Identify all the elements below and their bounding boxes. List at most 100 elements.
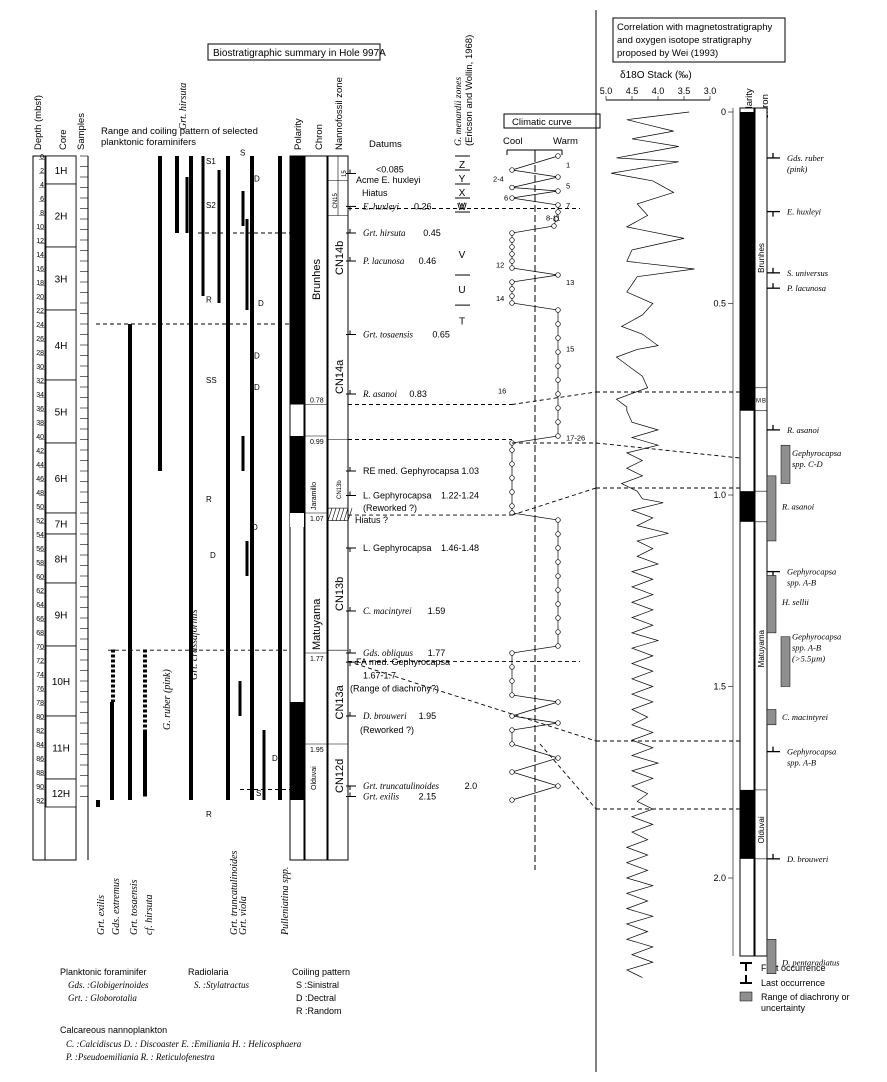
depth-label: 0: [40, 154, 44, 161]
core-label: 9H: [55, 611, 68, 622]
d18o-tick-label: 3.0: [704, 86, 717, 96]
depth-label: 2: [40, 168, 44, 175]
legend-random: R :Random: [296, 1006, 342, 1016]
datum-text: Hiatus: [362, 188, 388, 198]
depth-label: 52: [36, 518, 44, 525]
depth-label: 30: [36, 364, 44, 371]
right-chron-olduvai: Olduvai: [757, 816, 766, 843]
depth-label: 90: [36, 784, 44, 791]
right-event-label: P. lacunosa: [786, 283, 826, 293]
climatic-label: 6: [504, 193, 508, 202]
climatic-point: [509, 447, 515, 453]
d18o-curve: [611, 111, 695, 978]
right-event-label: E. huxleyi: [786, 207, 822, 217]
chron-olduvai: Olduvai: [311, 766, 318, 790]
climatic-point: [555, 307, 561, 313]
right-legend-last: Last occurrence: [761, 978, 825, 988]
core-box: [45, 442, 77, 514]
legend-calcareous: Calcareous nannoplankton: [60, 1025, 167, 1035]
legend-radiolaria: Radiolaria: [188, 967, 229, 977]
right-chron-matuyama: Matuyama: [757, 629, 766, 667]
climatic-point: [509, 461, 515, 467]
coiling-mark: S2: [206, 201, 216, 210]
last-occurrence-symbol: [740, 975, 752, 984]
chron-brunhes: Brunhes: [311, 259, 323, 300]
depth-label: 12: [36, 238, 44, 245]
climatic-label: 12: [496, 261, 504, 270]
coiling-mark: D: [210, 551, 216, 560]
species-label: G. ruber (pink): [162, 669, 173, 730]
right-event-label: S. universus: [787, 268, 829, 278]
core-box: [45, 582, 77, 647]
climatic-point: [555, 559, 561, 565]
species-label: Grt. exilis: [96, 895, 107, 935]
species-label: cf. hirsuta: [144, 894, 155, 935]
diachrony-bar: [766, 575, 777, 634]
climatic-point: [509, 713, 515, 719]
core-label: 5H: [55, 408, 68, 419]
chron-matuyama: Matuyama: [311, 598, 323, 650]
depth-label: 68: [36, 630, 44, 637]
depth-label: 18: [36, 280, 44, 287]
climatic-point: [509, 237, 515, 243]
climatic-point: [509, 230, 515, 236]
summary-title-box: [207, 43, 381, 61]
correlation-title-line-3: proposed by Wei (1993): [617, 48, 718, 59]
menardii-zone-u: U: [458, 285, 465, 296]
climatic-point: [555, 363, 561, 369]
datum-age: 1.59: [428, 606, 446, 616]
climatic-point: [509, 258, 515, 264]
datum-name: C. macintyrei: [363, 606, 412, 616]
climatic-label: 15: [566, 345, 574, 354]
right-event-label: Gephyrocapsa: [792, 448, 841, 458]
coiling-mark: D: [258, 299, 264, 308]
datum-text: L. Gephyrocapsa: [363, 543, 432, 553]
climatic-point: [509, 797, 515, 803]
depth-label: 58: [36, 560, 44, 567]
right-chron-b: B: [762, 398, 766, 404]
core-box: [45, 715, 77, 780]
core-label: 11H: [52, 744, 70, 755]
right-event-label: D. pentaradiatus: [781, 957, 840, 967]
climatic-point: [555, 202, 561, 208]
species-label: Grt. crassaformis: [189, 609, 200, 680]
depth-label: 8: [40, 210, 44, 217]
right-polarity-header: Polarity: [744, 88, 755, 120]
datum-age: 0.45: [423, 228, 441, 238]
depth-label: 10: [36, 224, 44, 231]
menardii-zone-v: V: [459, 250, 466, 261]
datum-age: 1.22-1.24: [441, 491, 479, 501]
corr-2: [511, 391, 597, 405]
datum-text: 1.67-1.7: [363, 670, 396, 680]
right-event-label: spp. A-B: [787, 758, 816, 768]
climatic-point: [555, 349, 561, 355]
datum-age: 1.95: [419, 711, 437, 721]
climatic-label: 2-4: [493, 174, 504, 183]
d18o-tick-label: 4.0: [652, 86, 665, 96]
climatic-point: [555, 335, 561, 341]
right-event-label: (pink): [787, 164, 807, 174]
nanno-cn13b-upper: CN13b: [337, 480, 343, 499]
chron-column: [304, 155, 328, 861]
climatic-point: [555, 174, 561, 180]
coiling-mark: R: [206, 296, 212, 305]
climatic-point: [553, 216, 559, 222]
right-event-label: (>5.5µm): [792, 654, 825, 664]
depth-label: 60: [36, 574, 44, 581]
depth-label: 44: [36, 462, 44, 469]
depth-label: 88: [36, 770, 44, 777]
depth-label: 74: [36, 672, 44, 679]
age-label: 1.07: [310, 516, 324, 523]
species-label: Pulleniatina spp.: [280, 867, 291, 936]
menardii-header-line-2: (Ericson and Wollin, 1968): [464, 35, 475, 146]
climatic-point: [555, 601, 561, 607]
polarity-reversed: [290, 513, 304, 527]
coiling-mark: D: [252, 523, 258, 532]
species-label: Grt. viola: [238, 896, 249, 935]
depth-label: 4: [40, 182, 44, 189]
core-box: [45, 155, 77, 185]
datum-age: 0.46: [419, 256, 437, 266]
climatic-point: [509, 300, 515, 306]
diachrony-bar: [766, 939, 777, 975]
corr-4: [539, 743, 597, 810]
